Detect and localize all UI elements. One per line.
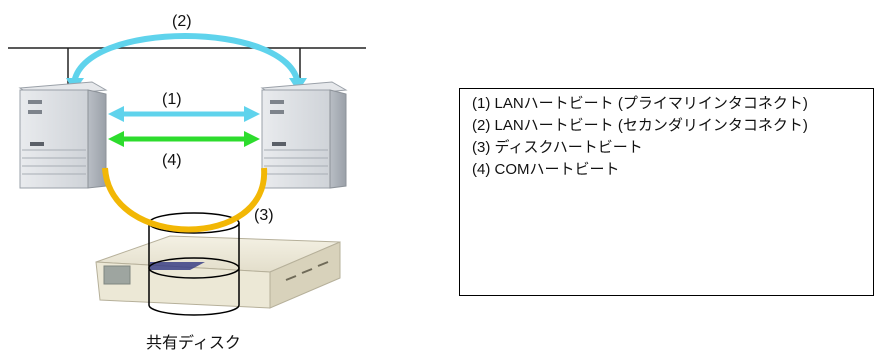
- legend-item-2: (2) LANハートビート (セカンダリインタコネクト): [472, 117, 808, 134]
- arc2-label: (2): [172, 13, 192, 30]
- arc3-label: (3): [254, 207, 274, 224]
- disk-heartbeat-curve: [102, 167, 268, 233]
- disk-caption: 共有ディスク: [146, 333, 241, 352]
- link4-label: (4): [162, 152, 182, 169]
- shared-disk-enclosure: [95, 235, 341, 309]
- legend-box: (1) LANハートビート (プライマリインタコネクト) (2) LANハートビ…: [459, 88, 874, 296]
- server-right: [260, 81, 348, 189]
- com-heartbeat-arrow: [108, 131, 260, 147]
- legend-item-1: (1) LANハートビート (プライマリインタコネクト): [472, 95, 808, 112]
- lan-secondary-arc: [71, 33, 301, 85]
- lan-primary-arrow: [108, 106, 260, 122]
- server-left: [18, 81, 108, 189]
- legend-item-3: (3) ディスクハートビート: [472, 139, 643, 156]
- legend-item-4: (4) COMハートビート: [472, 161, 620, 178]
- link1-label: (1): [162, 91, 182, 108]
